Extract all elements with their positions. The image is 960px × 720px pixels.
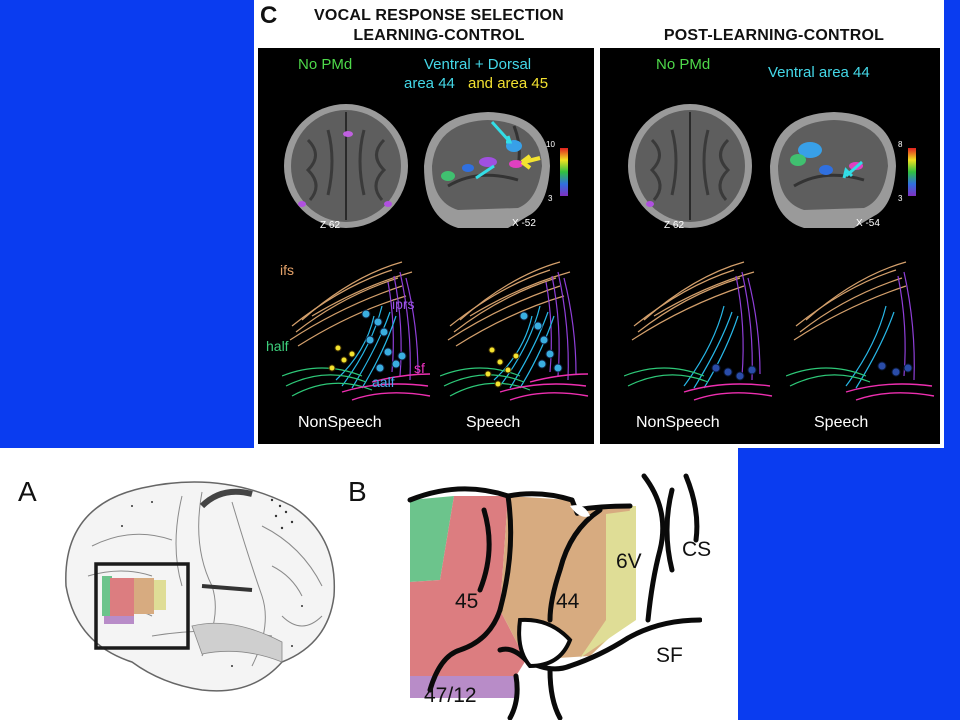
panel-c: C VOCAL RESPONSE SELECTION LEARNING-CONT… bbox=[254, 0, 944, 448]
learning-control-panel: No PMd Ventral + Dorsal area 44 and area… bbox=[258, 48, 594, 444]
colorbar bbox=[560, 148, 568, 196]
iprs-label: iprs bbox=[392, 296, 415, 312]
axial-slice-label-right: Z 62 bbox=[664, 220, 685, 231]
sagittal-slice-label: X -52 bbox=[512, 218, 536, 229]
panel-c-letter: C bbox=[260, 2, 278, 29]
colorbar-right bbox=[908, 148, 916, 196]
area45-label: and area 45 bbox=[468, 75, 549, 92]
tractography-nonspeech bbox=[282, 261, 431, 401]
no-pmd-label: No PMd bbox=[298, 56, 353, 73]
area-44-label: 44 bbox=[556, 590, 580, 613]
aalf-label: aalf bbox=[372, 374, 395, 390]
ventral-dorsal-label: Ventral + Dorsal bbox=[424, 56, 532, 73]
nonspeech-caption: NonSpeech bbox=[298, 414, 382, 431]
half-label: half bbox=[266, 338, 289, 354]
sagittal-brain-slice-right bbox=[770, 112, 896, 228]
speech-caption: Speech bbox=[466, 414, 521, 431]
frontal-areas-map bbox=[407, 473, 702, 720]
ventral-area44-label: Ventral area 44 bbox=[768, 64, 870, 81]
ifs-label: ifs bbox=[280, 262, 294, 278]
no-pmd-label-right: No PMd bbox=[656, 56, 711, 73]
panel-c-right-title: POST-LEARNING-CONTROL bbox=[663, 27, 885, 44]
panel-ab: A B bbox=[0, 448, 738, 720]
colorbar-max: 10 bbox=[546, 140, 555, 149]
colorbar-min: 3 bbox=[548, 194, 553, 203]
sf-label: sf bbox=[414, 360, 425, 376]
speech-caption-right: Speech bbox=[814, 414, 869, 431]
colorbar-max-right: 8 bbox=[898, 140, 903, 149]
colorbar-min-right: 3 bbox=[898, 194, 903, 203]
tractography-speech bbox=[440, 261, 589, 401]
sagittal-slice-label-right: X -54 bbox=[856, 218, 880, 229]
area-6v-label: 6V bbox=[616, 550, 642, 573]
panel-b-letter: B bbox=[348, 476, 367, 507]
panel-a-letter: A bbox=[18, 476, 37, 507]
central-sulcus-label: CS bbox=[682, 538, 712, 561]
area-47-12-label: 47/12 bbox=[424, 684, 477, 707]
area-45-label: 45 bbox=[455, 590, 479, 613]
axial-slice-label: Z 62 bbox=[320, 220, 341, 231]
panel-c-title-line2: LEARNING-CONTROL bbox=[353, 27, 525, 44]
axial-brain-slice-right bbox=[628, 104, 752, 228]
tractography-speech-right bbox=[786, 261, 935, 401]
axial-brain-slice bbox=[284, 104, 408, 228]
panel-c-title-line1: VOCAL RESPONSE SELECTION bbox=[314, 7, 564, 24]
nonspeech-caption-right: NonSpeech bbox=[636, 414, 720, 431]
area44-label: area 44 bbox=[404, 75, 455, 92]
post-learning-control-panel: No PMd Ventral area 44 Z 62 X -54 bbox=[600, 48, 940, 444]
brain-atlas-sketch bbox=[65, 481, 336, 692]
sylvian-fissure-label: SF bbox=[656, 644, 683, 667]
tractography-nonspeech-right bbox=[624, 261, 773, 401]
sagittal-brain-slice bbox=[424, 112, 550, 228]
